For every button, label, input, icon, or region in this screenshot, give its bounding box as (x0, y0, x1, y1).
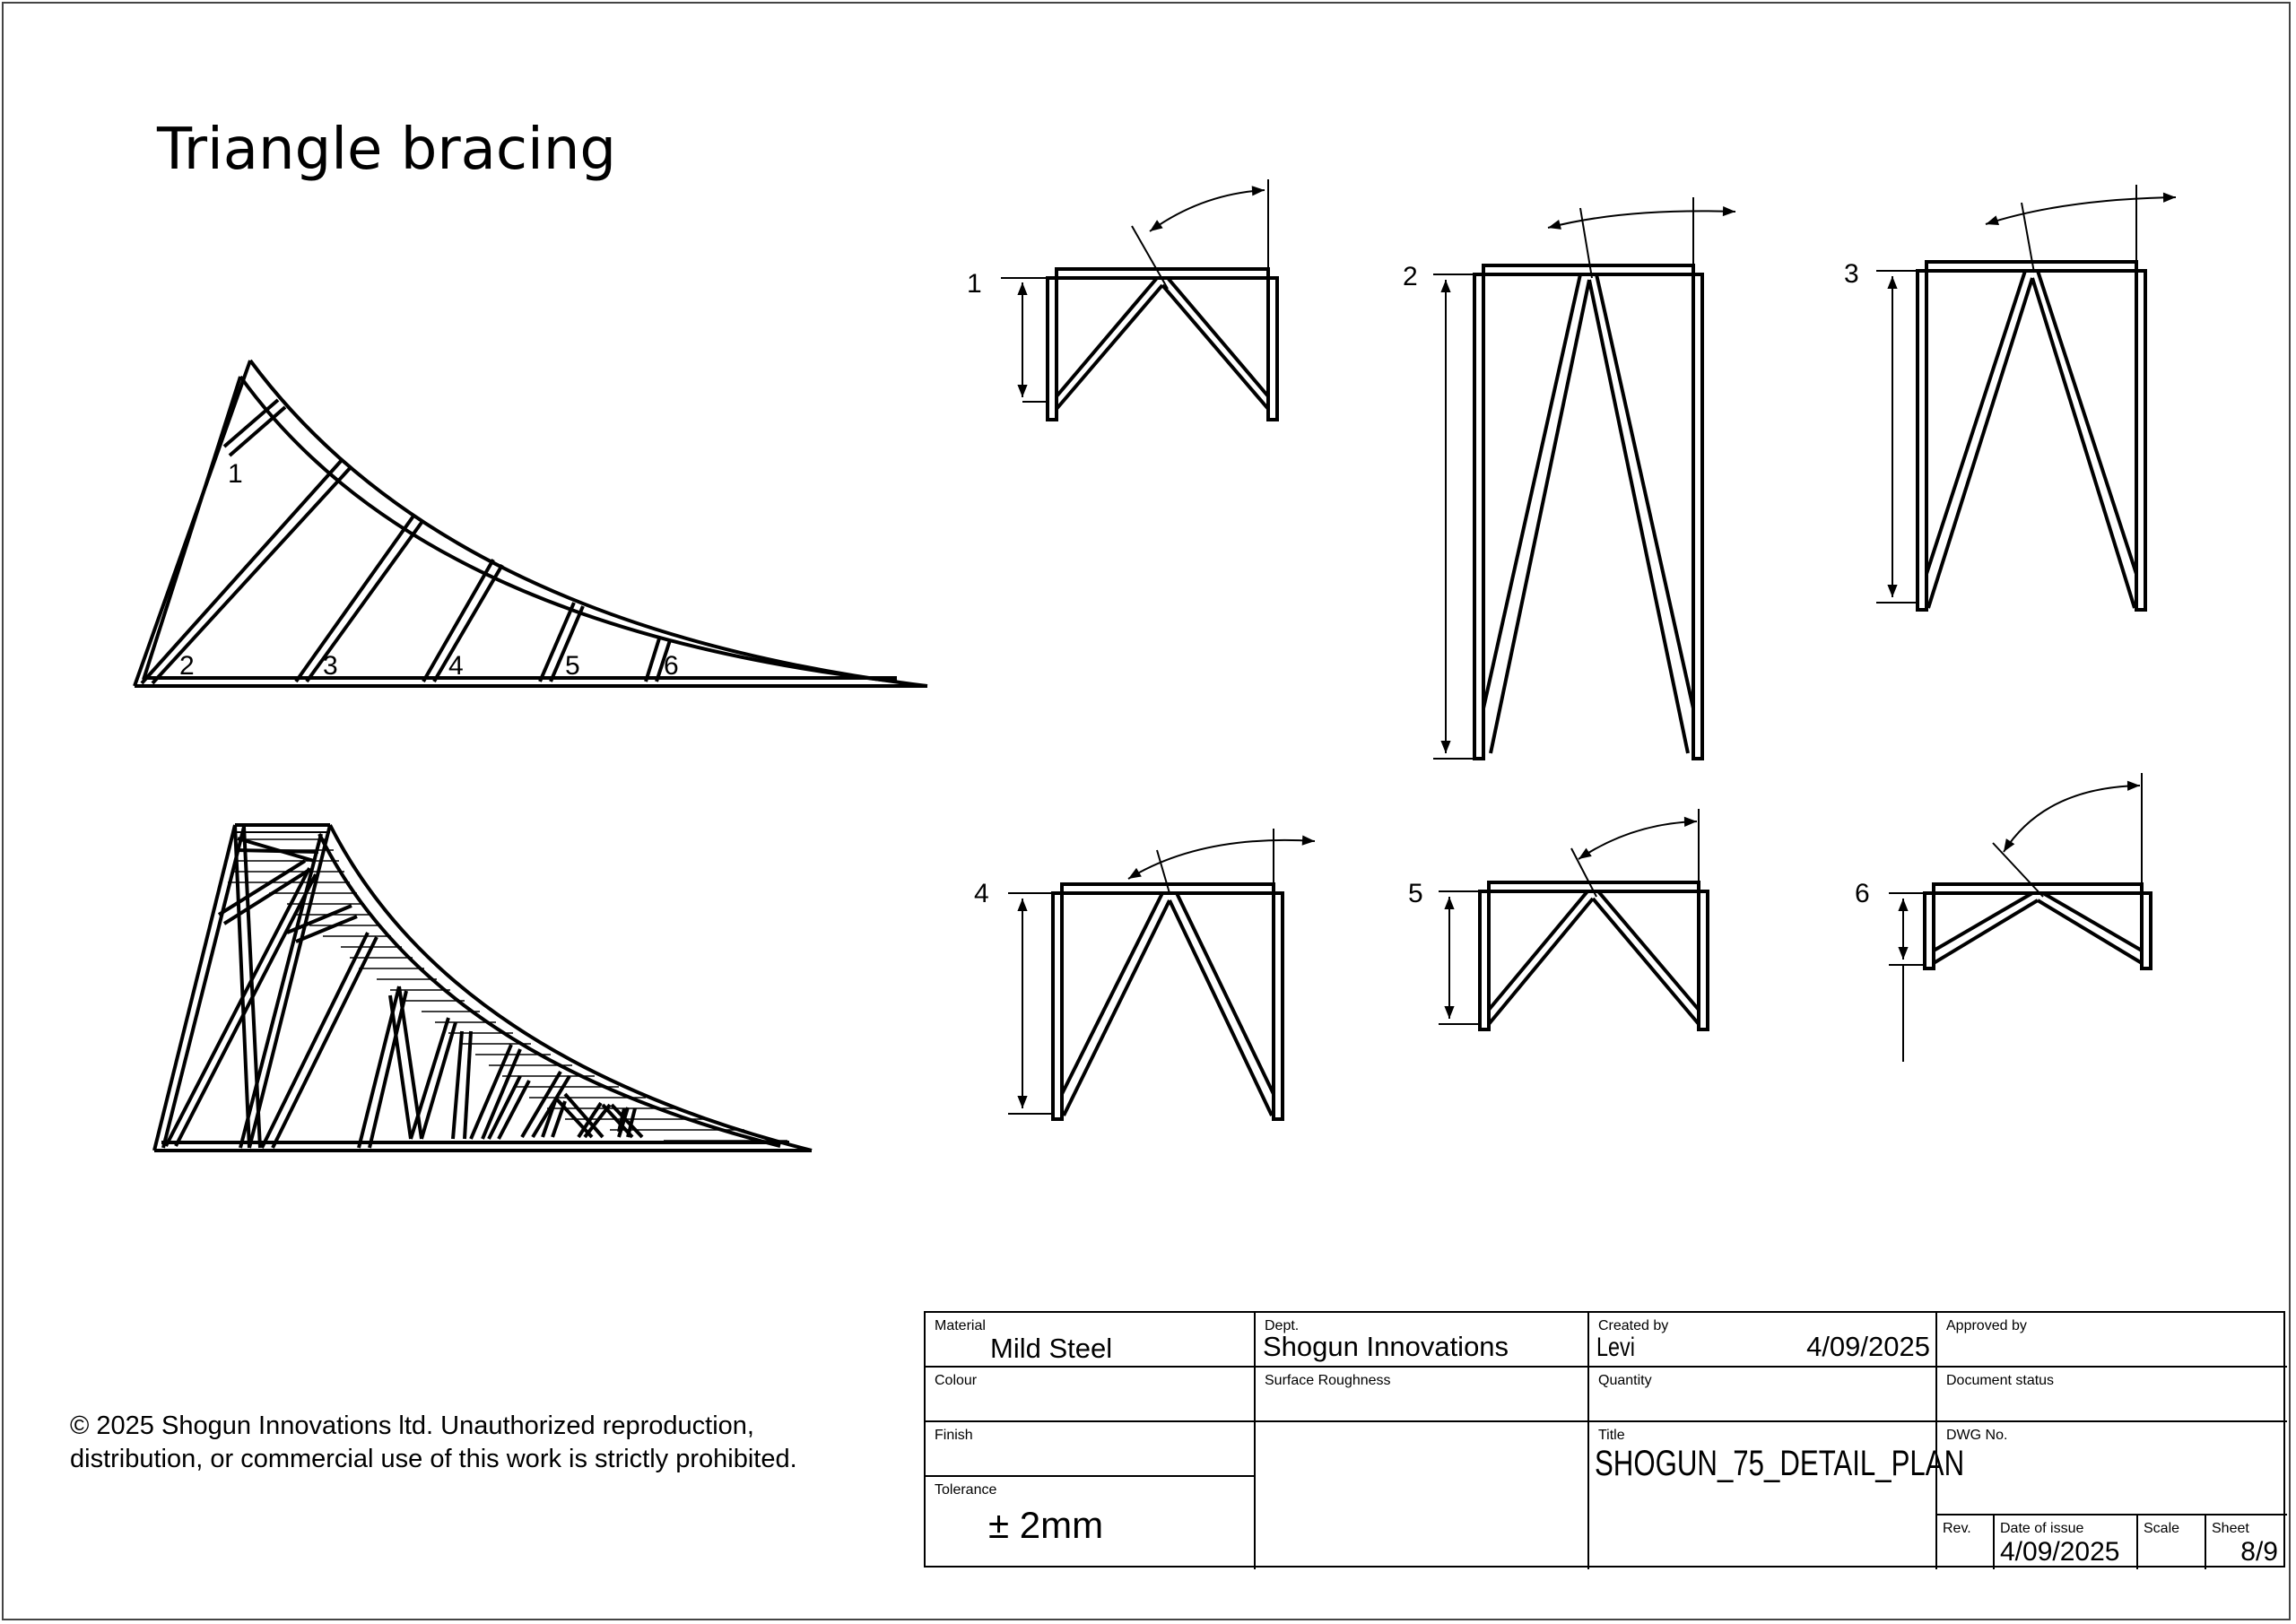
created-by-value: Levi (1596, 1333, 1635, 1362)
detail-4: 4 (974, 829, 1316, 1121)
surface-roughness-label: Surface Roughness (1265, 1373, 1391, 1388)
tolerance-label: Tolerance (935, 1482, 997, 1498)
dept-value: Shogun Innovations (1263, 1331, 1509, 1362)
approved-by-label: Approved by (1946, 1318, 2027, 1333)
brace-4 (422, 559, 504, 683)
detail-2: 2 (1403, 197, 1736, 760)
callout-6: 6 (664, 651, 679, 681)
finish-cell: Finish (926, 1422, 1256, 1477)
dept-cell: Dept. Shogun Innovations (1256, 1313, 1589, 1368)
detail-3: 3 (1844, 185, 2177, 612)
iso-struts (164, 824, 644, 1149)
created-by-label: Created by (1598, 1318, 1669, 1333)
date-of-issue-value: 4/09/2025 (2000, 1537, 2120, 1567)
isometric-view (152, 823, 813, 1152)
brace-3 (294, 513, 425, 683)
brace-6 (644, 638, 672, 682)
created-date-value: 4/09/2025 (1806, 1331, 1930, 1362)
detail-label-1: 1 (967, 269, 982, 299)
elevation-view: 1 2 3 4 5 6 (133, 359, 928, 688)
brace-5 (538, 602, 585, 682)
scale-label: Scale (2144, 1521, 2180, 1536)
created-by-cell: Created by Levi 4/09/2025 (1589, 1313, 1937, 1368)
copyright-notice: © 2025 Shogun Innovations ltd. Unauthori… (70, 1411, 797, 1473)
callout-5: 5 (565, 651, 580, 681)
callout-4: 4 (448, 651, 464, 681)
rev-label: Rev. (1943, 1521, 1971, 1536)
dept-label: Dept. (1265, 1318, 1300, 1333)
detail-1: 1 (967, 179, 1279, 421)
quantity-label: Quantity (1598, 1373, 1652, 1388)
callout-3: 3 (323, 651, 338, 681)
detail-label-2: 2 (1403, 262, 1418, 291)
left-rafter-inner (142, 376, 242, 681)
approved-by-cell: Approved by (1937, 1313, 2287, 1368)
colour-cell: Colour (926, 1368, 1256, 1422)
rev-cell: Rev. (1937, 1515, 1995, 1569)
finish-label: Finish (935, 1428, 973, 1443)
iso-outer-curve (328, 824, 813, 1152)
detail-label-6: 6 (1855, 879, 1870, 908)
sheet-label: Sheet (2212, 1521, 2249, 1536)
brace-1 (222, 398, 287, 457)
material-cell: Material Mild Steel (926, 1313, 1256, 1368)
scale-cell: Scale (2138, 1515, 2206, 1569)
colour-label: Colour (935, 1373, 978, 1388)
tolerance-value: ± 2mm (988, 1504, 1104, 1546)
date-of-issue-cell: Date of issue 4/09/2025 (1995, 1515, 2138, 1569)
quantity-cell: Quantity (1589, 1368, 1937, 1422)
title-cell: Title SHOGUN_75_DETAIL_PLAN (1589, 1422, 1964, 1569)
title-block: Material Mild Steel Dept. Shogun Innovat… (924, 1311, 2287, 1569)
date-of-issue-label: Date of issue (2000, 1521, 2084, 1536)
iso-inner-curve (317, 833, 781, 1148)
title-value: SHOGUN_75_DETAIL_PLAN (1595, 1444, 1965, 1483)
material-label: Material (935, 1318, 986, 1333)
material-value: Mild Steel (990, 1333, 1113, 1364)
drawing-title: Triangle bracing (157, 117, 616, 183)
iso-front-rafter (152, 824, 237, 1151)
outer-curve (248, 359, 928, 688)
surface-roughness-cell: Surface Roughness (1256, 1368, 1589, 1422)
tolerance-cell: Tolerance ± 2mm (926, 1477, 1256, 1569)
detail-6: 6 (1855, 773, 2152, 1062)
detail-5: 5 (1408, 809, 1709, 1031)
title-label: Title (1598, 1428, 1625, 1443)
blank-cell (1256, 1422, 1589, 1569)
sheet-value: 8/9 (2240, 1537, 2278, 1567)
callout-1: 1 (228, 459, 243, 489)
document-status-label: Document status (1946, 1373, 2055, 1388)
sheet-cell: Sheet 8/9 (2206, 1515, 2287, 1569)
document-status-cell: Document status (1937, 1368, 2287, 1422)
dwg-no-cell: DWG No. (1937, 1422, 2287, 1515)
brace-2 (140, 457, 353, 685)
detail-label-4: 4 (974, 879, 989, 908)
detail-label-5: 5 (1408, 879, 1423, 908)
dwg-no-label: DWG No. (1946, 1428, 2008, 1443)
callout-2: 2 (179, 651, 195, 681)
detail-label-3: 3 (1844, 259, 1859, 289)
